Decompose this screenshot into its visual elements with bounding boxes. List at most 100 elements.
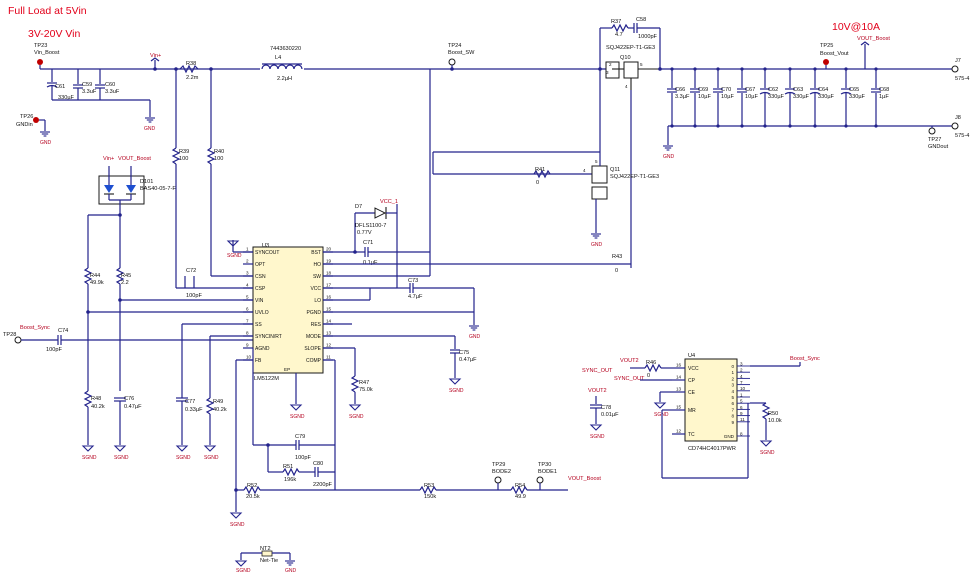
c69-ref: C69 [698,87,708,93]
c79-ref: C79 [295,434,305,440]
u3-pad: EP [284,367,290,372]
j8-part: 575-4 [955,133,969,139]
full-load-note: Full Load at 5Vin [8,5,87,17]
connector-j8-icon[interactable] [951,122,959,130]
c75-value: 0.47µF [459,357,477,363]
u4-pin-name: MR [688,408,696,414]
testpoint-tp29-icon[interactable] [494,476,502,484]
u3-pin-name: SLOPE [304,346,321,352]
tp27-name: GNDout [928,144,949,150]
u4-pin-number: 16 [676,363,682,368]
testpoint-tp30-icon[interactable] [536,476,544,484]
u4-pin-number: 7 [740,380,743,385]
tp26-name: GNDin [16,122,33,128]
u3-pin-number: 13 [326,331,332,336]
l4-inductor: 7443630220 L4 2.2µH [260,46,304,82]
u3-pin-name: SW [313,274,321,280]
d7-part: DFLS1100-7 [355,223,386,229]
r44-r45: R44 49.9k R45 2.2 [83,267,253,391]
r38-sense-resistor: R38 2.2m [174,61,213,148]
r54-ref: R54 [515,483,525,489]
r41-ref: R41 [535,167,545,173]
boost-sync-net-right: Boost_Sync [790,356,820,362]
nt2-ref: NT2 [260,546,271,552]
vin-plus-net-d101: Vin+ [103,156,114,162]
q10-mosfet: SQJ422EP-T1-GE3 Q10 2 3 5 4 [598,45,662,268]
u3-pin-number: 14 [326,319,332,324]
u3-pin-name: FB [255,358,262,364]
u3-pin-number: 17 [326,283,332,288]
u3-pin-name: UVLO [255,310,269,316]
r46-value: 0 [647,373,650,379]
r46-ref: R46 [646,360,656,366]
u3-pin-number: 12 [326,343,332,348]
c70-value: 10µF [721,94,734,100]
c63-ref: C63 [793,87,803,93]
r37-value: 4.7 [615,32,623,38]
u4-pin-name: 1 [731,370,734,375]
c69-value: 10µF [698,94,711,100]
r48-ref: R48 [91,396,101,402]
svg-text:GND: GND [285,568,297,574]
c76-ref: C76 [124,396,134,402]
u4-pin-number: 12 [676,429,682,434]
u3-pin-name: CSN [255,274,266,280]
c68-ref: C68 [879,87,889,93]
u4-pin-number: 2 [740,368,743,373]
vout2-net-r46: VOUT2 [620,358,639,364]
u4-pin-number: 13 [676,387,682,392]
r44-ref: R44 [90,273,100,279]
testpoint-tp25-icon[interactable] [823,59,829,65]
u3-pin-number: 1 [246,247,249,252]
testpoint-tp24-icon[interactable] [448,58,456,66]
c66-value: 3.3µF [675,94,690,100]
u3-pin-name: COMP [306,358,322,364]
u4-pin-name: 5 [731,395,734,400]
c61-ref: C61 [55,84,65,90]
boost-sync-net-left: Boost_Sync [20,325,50,331]
tp29-ref: TP29 [492,462,505,468]
sync-out-net: SYNC_OUT [614,376,645,382]
r45-value: 2.2 [121,280,129,286]
r39-value: 100 [179,156,188,162]
tp24-name: Boost_SW [448,50,475,56]
sync-input: TP28 Boost_Sync C74 100pF [3,325,253,353]
u3-pin-number: 9 [246,343,249,348]
svg-text:SGND: SGND [590,434,605,440]
u4-pin-name: TC [688,432,695,438]
testpoint-tp24: TP24 Boost_SW [429,43,475,276]
testpoint-tp26-icon[interactable] [33,117,39,123]
feedback-divider: R52 20.5k R53 150k R54 49.9 TP29 BODE2 T… [230,462,601,528]
j7-ref: J7 [955,58,961,64]
c60-value: 3.3uF [105,89,120,95]
r51-ref: R51 [283,464,293,470]
u3-pin-number: 5 [246,295,249,300]
q11-mosfet: R41 0 Q11 SQJ422EP-T1-GE3 4 5 GND [432,69,659,248]
vout-boost-net-d101: VOUT_Boost [118,156,151,162]
r52-ref: R52 [247,483,257,489]
sync-out-net-left: SYNC_OUT [582,368,613,374]
u4-pin-number: 1 [740,392,743,397]
c71-ref: C71 [363,240,373,246]
u3-pin-number: 15 [326,307,332,312]
vout2-net-c78: VOUT2 [588,388,607,394]
u4-pin-name: CP [688,378,696,384]
u3-part: LM5122M [254,376,279,382]
svg-text:SGND: SGND [227,253,242,259]
r39-r40: R39 100 R40 100 C72 100pF [171,147,253,299]
r39-ref: R39 [179,149,189,155]
connector-j7-icon[interactable] [951,65,959,73]
vcc1-net: VCC_1 [380,199,398,205]
d101-part: BAS40-05-7-F [140,186,176,192]
u4-pin-number: 14 [676,375,682,380]
testpoint-tp27-icon[interactable] [928,127,936,135]
svg-text:SGND: SGND [176,455,191,461]
compensation-network: C79 100pF R51 196k C80 2200pF [235,348,336,505]
r38-value: 2.2m [186,75,199,81]
input-rail: TP23 Vin_Boost Vin+ [34,43,612,71]
u3-pin-name: RES [311,322,322,328]
testpoint-tp23-icon[interactable] [37,59,43,65]
svg-text:SGND: SGND [236,568,251,574]
